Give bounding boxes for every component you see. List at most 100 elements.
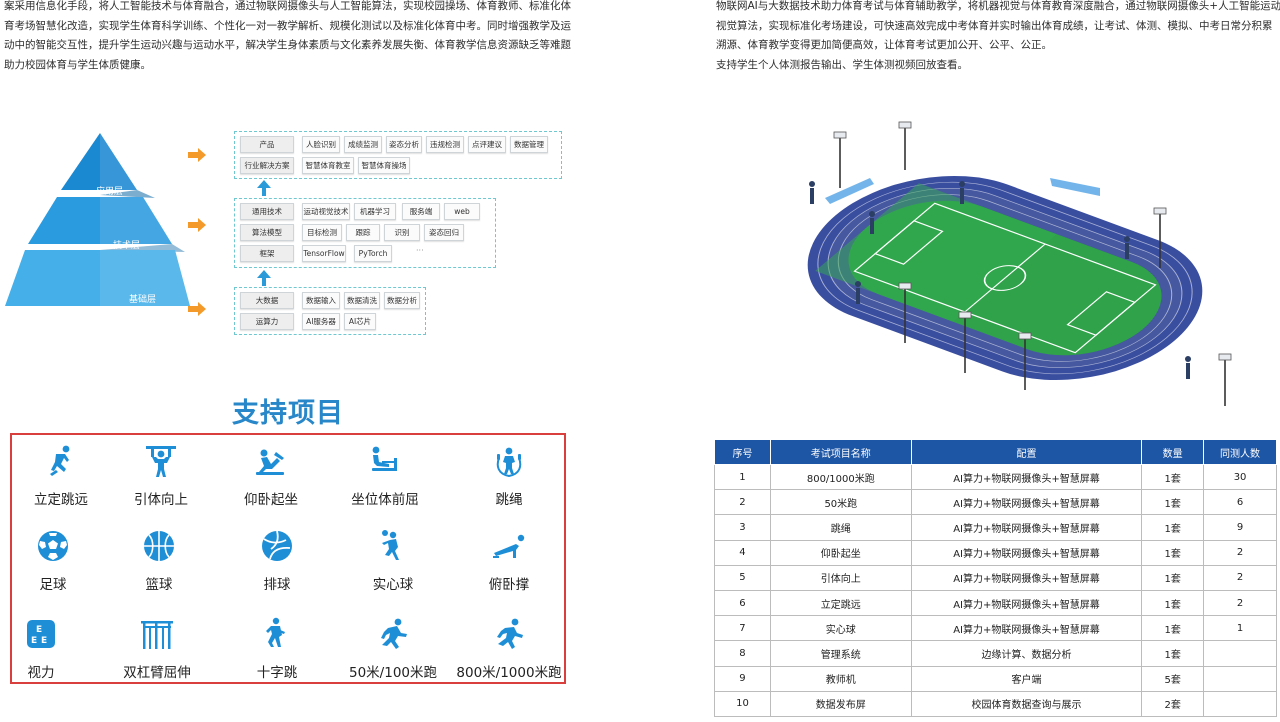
arch-cell: 数据输入 bbox=[302, 292, 340, 309]
table-header-cell: 配置 bbox=[910, 439, 1143, 465]
standing-jump-icon bbox=[50, 445, 70, 476]
arch-cell: 数据分析 bbox=[384, 292, 420, 309]
table-cell: 实心球 bbox=[769, 615, 912, 642]
table-cell: 5套 bbox=[1141, 665, 1205, 692]
table-cell: 7 bbox=[714, 615, 771, 642]
smart-track-illustration bbox=[807, 121, 1232, 406]
table-cell: 校园体育数据查询与展示 bbox=[910, 690, 1143, 717]
support-item: 仰卧起坐 bbox=[216, 444, 326, 508]
table-cell: 8 bbox=[714, 640, 771, 667]
table-cell bbox=[1203, 640, 1277, 667]
support-title: 支持项目 bbox=[232, 398, 344, 429]
support-item: 50米/100米跑 bbox=[338, 617, 448, 681]
pyramid-layer-technology bbox=[28, 197, 172, 244]
support-item-label: 50米/100米跑 bbox=[349, 665, 437, 681]
arch-head: 行业解决方案 bbox=[240, 157, 294, 174]
support-item-label: 篮球 bbox=[145, 577, 173, 593]
table-header-cell: 考试项目名称 bbox=[769, 439, 912, 465]
arch-cell: 成绩监测 bbox=[344, 136, 382, 153]
arch-head: 框架 bbox=[240, 245, 294, 262]
table-cell: 9 bbox=[1203, 514, 1277, 541]
cross-jump-icon bbox=[266, 617, 285, 647]
arch-cell: 数据清洗 bbox=[344, 292, 380, 309]
arch-ellipsis: ··· bbox=[416, 246, 424, 255]
support-item: 跳绳 bbox=[454, 444, 564, 508]
table-cell bbox=[1203, 665, 1277, 692]
architecture-pyramid: 应用层 技术层 基础层 bbox=[0, 128, 200, 318]
table-cell: 教师机 bbox=[769, 665, 912, 692]
table-cell: 2 bbox=[714, 489, 771, 516]
table-cell: 边缘计算、数据分析 bbox=[910, 640, 1143, 667]
table-cell: 管理系统 bbox=[769, 640, 912, 667]
arch-cell: PyTorch bbox=[354, 245, 392, 262]
table-cell: 客户端 bbox=[910, 665, 1143, 692]
table-cell: 2 bbox=[1203, 539, 1277, 566]
arch-cell: 服务端 bbox=[402, 203, 440, 220]
arch-cell: web bbox=[444, 203, 480, 220]
table-header-cell: 序号 bbox=[714, 439, 771, 465]
arrow-up-icon bbox=[257, 270, 271, 286]
support-item: 实心球 bbox=[338, 529, 448, 593]
pyramid-layer-application bbox=[61, 133, 137, 190]
table-cell: 1 bbox=[1203, 615, 1277, 642]
table-cell: 立定跳远 bbox=[769, 589, 912, 617]
support-item-label: 跳绳 bbox=[495, 492, 523, 508]
support-item: 排球 bbox=[222, 529, 332, 593]
table-cell: 1套 bbox=[1141, 564, 1205, 591]
arch-cell: 违规检测 bbox=[426, 136, 464, 153]
table-cell: AI算力+物联网摄像头+智慧屏幕 bbox=[910, 539, 1143, 566]
arch-cell: 目标检测 bbox=[302, 224, 342, 241]
arch-cell: 点评建议 bbox=[468, 136, 506, 153]
support-item: 俯卧撑 bbox=[454, 529, 564, 593]
table-cell: 5 bbox=[714, 564, 771, 591]
arch-cell: TensorFlow bbox=[302, 245, 346, 262]
table-cell: AI算力+物联网摄像头+智慧屏幕 bbox=[910, 564, 1143, 591]
runner-icon bbox=[497, 618, 523, 649]
table-cell: 800/1000米跑 bbox=[769, 463, 912, 491]
pyramid-label-application: 应用层 bbox=[96, 187, 124, 197]
table-cell: 30 bbox=[1203, 463, 1277, 491]
technology-layer-box bbox=[234, 198, 496, 268]
arch-cell: 数据管理 bbox=[510, 136, 548, 153]
arch-cell: 姿态回归 bbox=[424, 224, 464, 241]
push-up-icon bbox=[493, 534, 525, 558]
arch-cell: 跟踪 bbox=[346, 224, 380, 241]
table-cell: 1套 bbox=[1141, 640, 1205, 667]
support-item-label: 仰卧起坐 bbox=[244, 492, 298, 508]
table-cell: 数据发布屏 bbox=[769, 690, 912, 717]
support-items-box: 立定跳远 引体向上 仰卧起坐 坐位体前屈 跳绳 足球 篮球 排球 实心球 俯卧撑… bbox=[10, 433, 566, 684]
arch-cell: 姿态分析 bbox=[386, 136, 422, 153]
table-cell: 1套 bbox=[1141, 589, 1205, 617]
pyramid-graphic bbox=[5, 133, 190, 306]
pyramid-label-foundation: 基础层 bbox=[129, 295, 157, 305]
table-cell: 6 bbox=[714, 589, 771, 617]
table-cell: 6 bbox=[1203, 489, 1277, 516]
pyramid-layer-foundation bbox=[5, 250, 190, 306]
table-cell: AI算力+物联网摄像头+智慧屏幕 bbox=[910, 589, 1143, 617]
arch-cell: 机器学习 bbox=[354, 203, 396, 220]
sprint-icon bbox=[381, 618, 407, 649]
support-item-label: 立定跳远 bbox=[34, 492, 88, 508]
exam-config-table: 序号 考试项目名称 配置 数量 同测人数 1 800/1000米跑 AI算力+物联网… bbox=[714, 439, 1277, 717]
foundation-layer-box bbox=[234, 287, 426, 335]
svg-text:E: E bbox=[36, 625, 42, 635]
arch-cell: 智慧体育教室 bbox=[302, 157, 354, 174]
table-cell: 1套 bbox=[1141, 539, 1205, 566]
table-cell: 2 bbox=[1203, 589, 1277, 617]
table-cell: 3 bbox=[714, 514, 771, 541]
arch-cell: 智慧体育操场 bbox=[358, 157, 410, 174]
volleyball-icon bbox=[262, 530, 292, 561]
support-item-label: 实心球 bbox=[372, 577, 414, 593]
svg-text:E: E bbox=[31, 636, 37, 646]
sit-reach-icon bbox=[372, 446, 397, 471]
support-item: 坐位体前屈 bbox=[330, 444, 440, 508]
table-cell: 2 bbox=[1203, 564, 1277, 591]
table-cell: 50米跑 bbox=[769, 489, 912, 516]
table-cell: 4 bbox=[714, 539, 771, 566]
table-header-row: 序号 考试项目名称 配置 数量 同测人数 bbox=[714, 439, 1277, 465]
svg-text:E: E bbox=[41, 636, 47, 646]
